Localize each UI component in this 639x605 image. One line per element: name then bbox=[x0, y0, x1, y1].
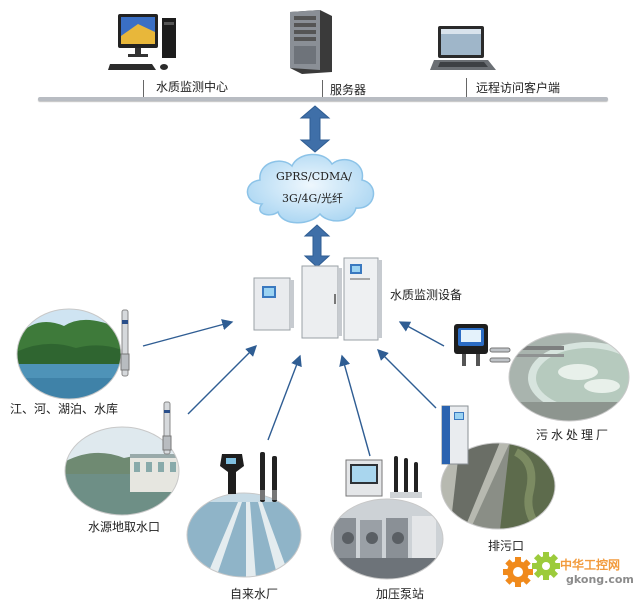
intake-label: 水源地取水口 bbox=[88, 520, 161, 534]
pump-station-label: 加压泵站 bbox=[376, 587, 425, 601]
uplink-double-arrow-icon bbox=[299, 105, 331, 153]
network-bus-line bbox=[38, 97, 608, 101]
monitoring-center-label: 水质监测中心 bbox=[156, 80, 229, 94]
drop-line-server bbox=[322, 80, 323, 98]
pump-station-photo bbox=[330, 498, 444, 580]
drop-line-remote bbox=[466, 78, 467, 98]
network-cloud-icon bbox=[246, 153, 375, 224]
server-icon bbox=[290, 10, 332, 74]
monitoring-center-pc-icon bbox=[108, 14, 176, 70]
watermark-gear-icon bbox=[503, 552, 560, 587]
arrow-from-outfall bbox=[377, 349, 437, 409]
arrow-from-lake bbox=[142, 319, 234, 347]
waterworks-analyzer-icon bbox=[220, 452, 277, 502]
outfall-analyzer-cabinet-icon bbox=[441, 405, 469, 465]
sewage-plant-label: 污水处理厂 bbox=[536, 428, 612, 442]
monitoring-cabinet-small-icon bbox=[253, 277, 294, 331]
outfall-label: 排污口 bbox=[488, 539, 525, 553]
sewage-analyzer-icon bbox=[454, 324, 511, 366]
intake-probe-icon bbox=[162, 401, 172, 455]
arrow-from-intake bbox=[187, 345, 257, 415]
watermark-url: gkong.com bbox=[566, 573, 634, 586]
remote-client-label: 远程访问客户端 bbox=[476, 81, 561, 95]
arrow-from-pump-station bbox=[339, 354, 371, 457]
intake-photo bbox=[64, 426, 180, 516]
drop-line-center bbox=[143, 80, 144, 98]
monitoring-cabinet-tall-icon bbox=[343, 257, 382, 341]
server-label: 服务器 bbox=[330, 83, 367, 97]
lake-probe-icon bbox=[120, 309, 130, 377]
sewage-plant-photo bbox=[508, 332, 630, 422]
watermark-cn: 中华工控网 bbox=[560, 558, 621, 572]
arrow-from-waterworks bbox=[267, 354, 302, 441]
arrow-from-sewage-plant bbox=[398, 321, 445, 347]
monitoring-cabinet-medium-icon bbox=[301, 265, 342, 339]
waterworks-photo bbox=[186, 492, 302, 578]
equipment-label: 水质监测设备 bbox=[390, 288, 463, 302]
lake-photo bbox=[16, 308, 122, 400]
laptop-icon bbox=[430, 26, 496, 70]
lake-label: 江、河、湖泊、水库 bbox=[10, 402, 119, 416]
network-label-line1: GPRS/CDMA/ bbox=[276, 170, 352, 183]
waterworks-label: 自来水厂 bbox=[230, 587, 279, 601]
network-label-line2: 3G/4G/光纤 bbox=[282, 192, 343, 205]
pump-station-analyzer-icon bbox=[345, 456, 422, 498]
